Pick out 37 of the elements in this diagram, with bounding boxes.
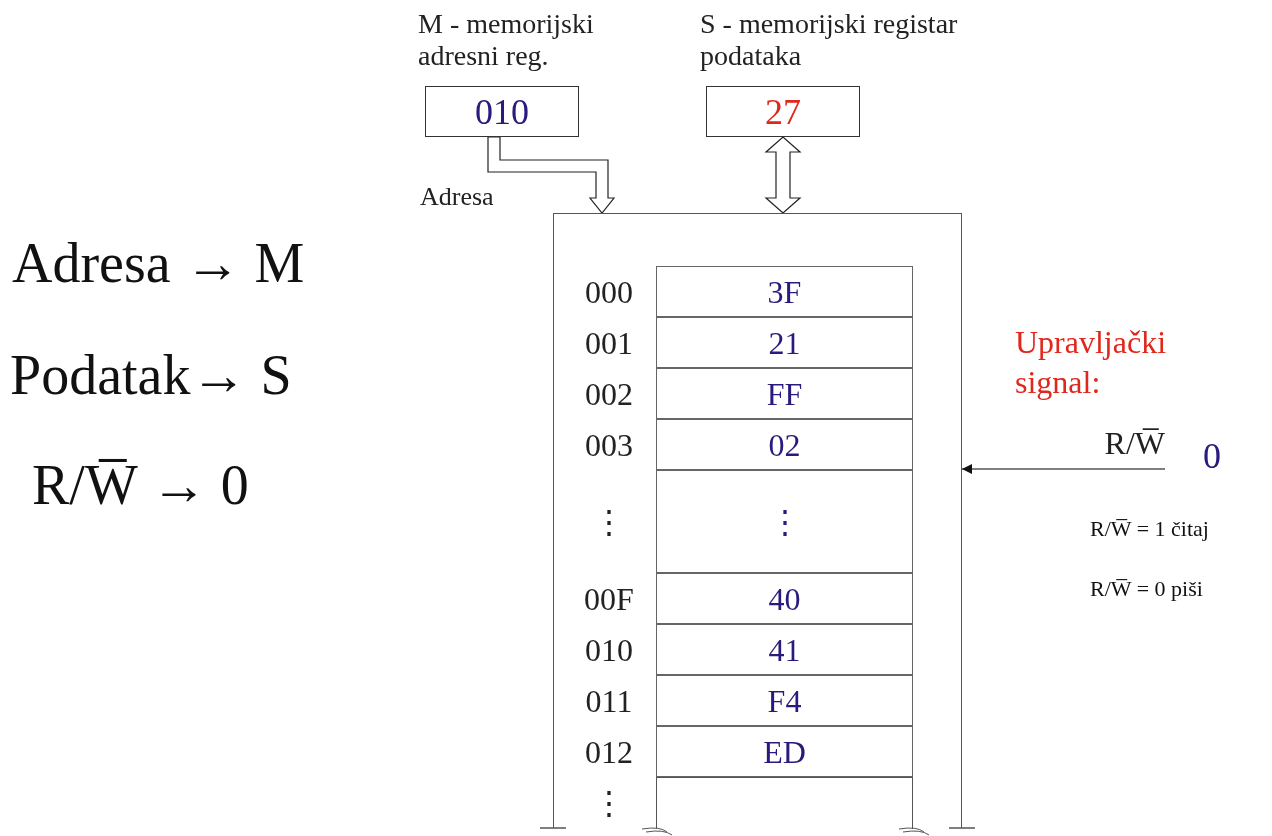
note-text: R/W̅ = 0 piši [1090,575,1203,603]
address-label: 000 [584,273,634,310]
register-box: 27 [706,86,860,137]
signal-value: 0 [1203,438,1221,474]
address-label: 00F [583,580,635,617]
memory-cell: 02 [656,419,913,470]
address-label: ⋮ [592,503,626,540]
note-text: Upravljački signal: [1015,323,1168,402]
signal-name: R/W̅ [1070,424,1165,469]
address-label: 012 [584,733,634,770]
memory-cell: ED [656,726,913,777]
arrow [961,464,1166,474]
address-label: 011 [584,682,634,719]
address-label: 010 [584,631,634,668]
note-text: R/W̅ → 0 [31,453,249,518]
memory-frame [553,213,962,828]
note-text: R/W̅ = 1 čitaj [1090,515,1209,543]
address-label: 002 [584,375,634,412]
note-text: Adresa → M [12,231,305,296]
register-box: 010 [425,86,579,137]
bus-arrow [487,136,616,214]
memory-cell: 3F [656,266,913,317]
address-label: 001 [584,324,634,361]
address-label: ⋮ [592,785,626,821]
register-label: S - memorijski registar podataka [700,8,959,72]
address-label: 003 [584,426,634,463]
edge-label: Adresa [420,184,494,210]
memory-cell: 40 [656,573,913,624]
memory-cell [656,777,913,829]
memory-cell: FF [656,368,913,419]
memory-cell: ⋮ [656,470,913,573]
register-label: M - memorijski adresni reg. [418,8,595,72]
memory-cell: 21 [656,317,913,368]
memory-cell: 41 [656,624,913,675]
bus-arrow [764,136,802,214]
memory-cell: F4 [656,675,913,726]
note-text: Podatak→ S [10,343,292,408]
